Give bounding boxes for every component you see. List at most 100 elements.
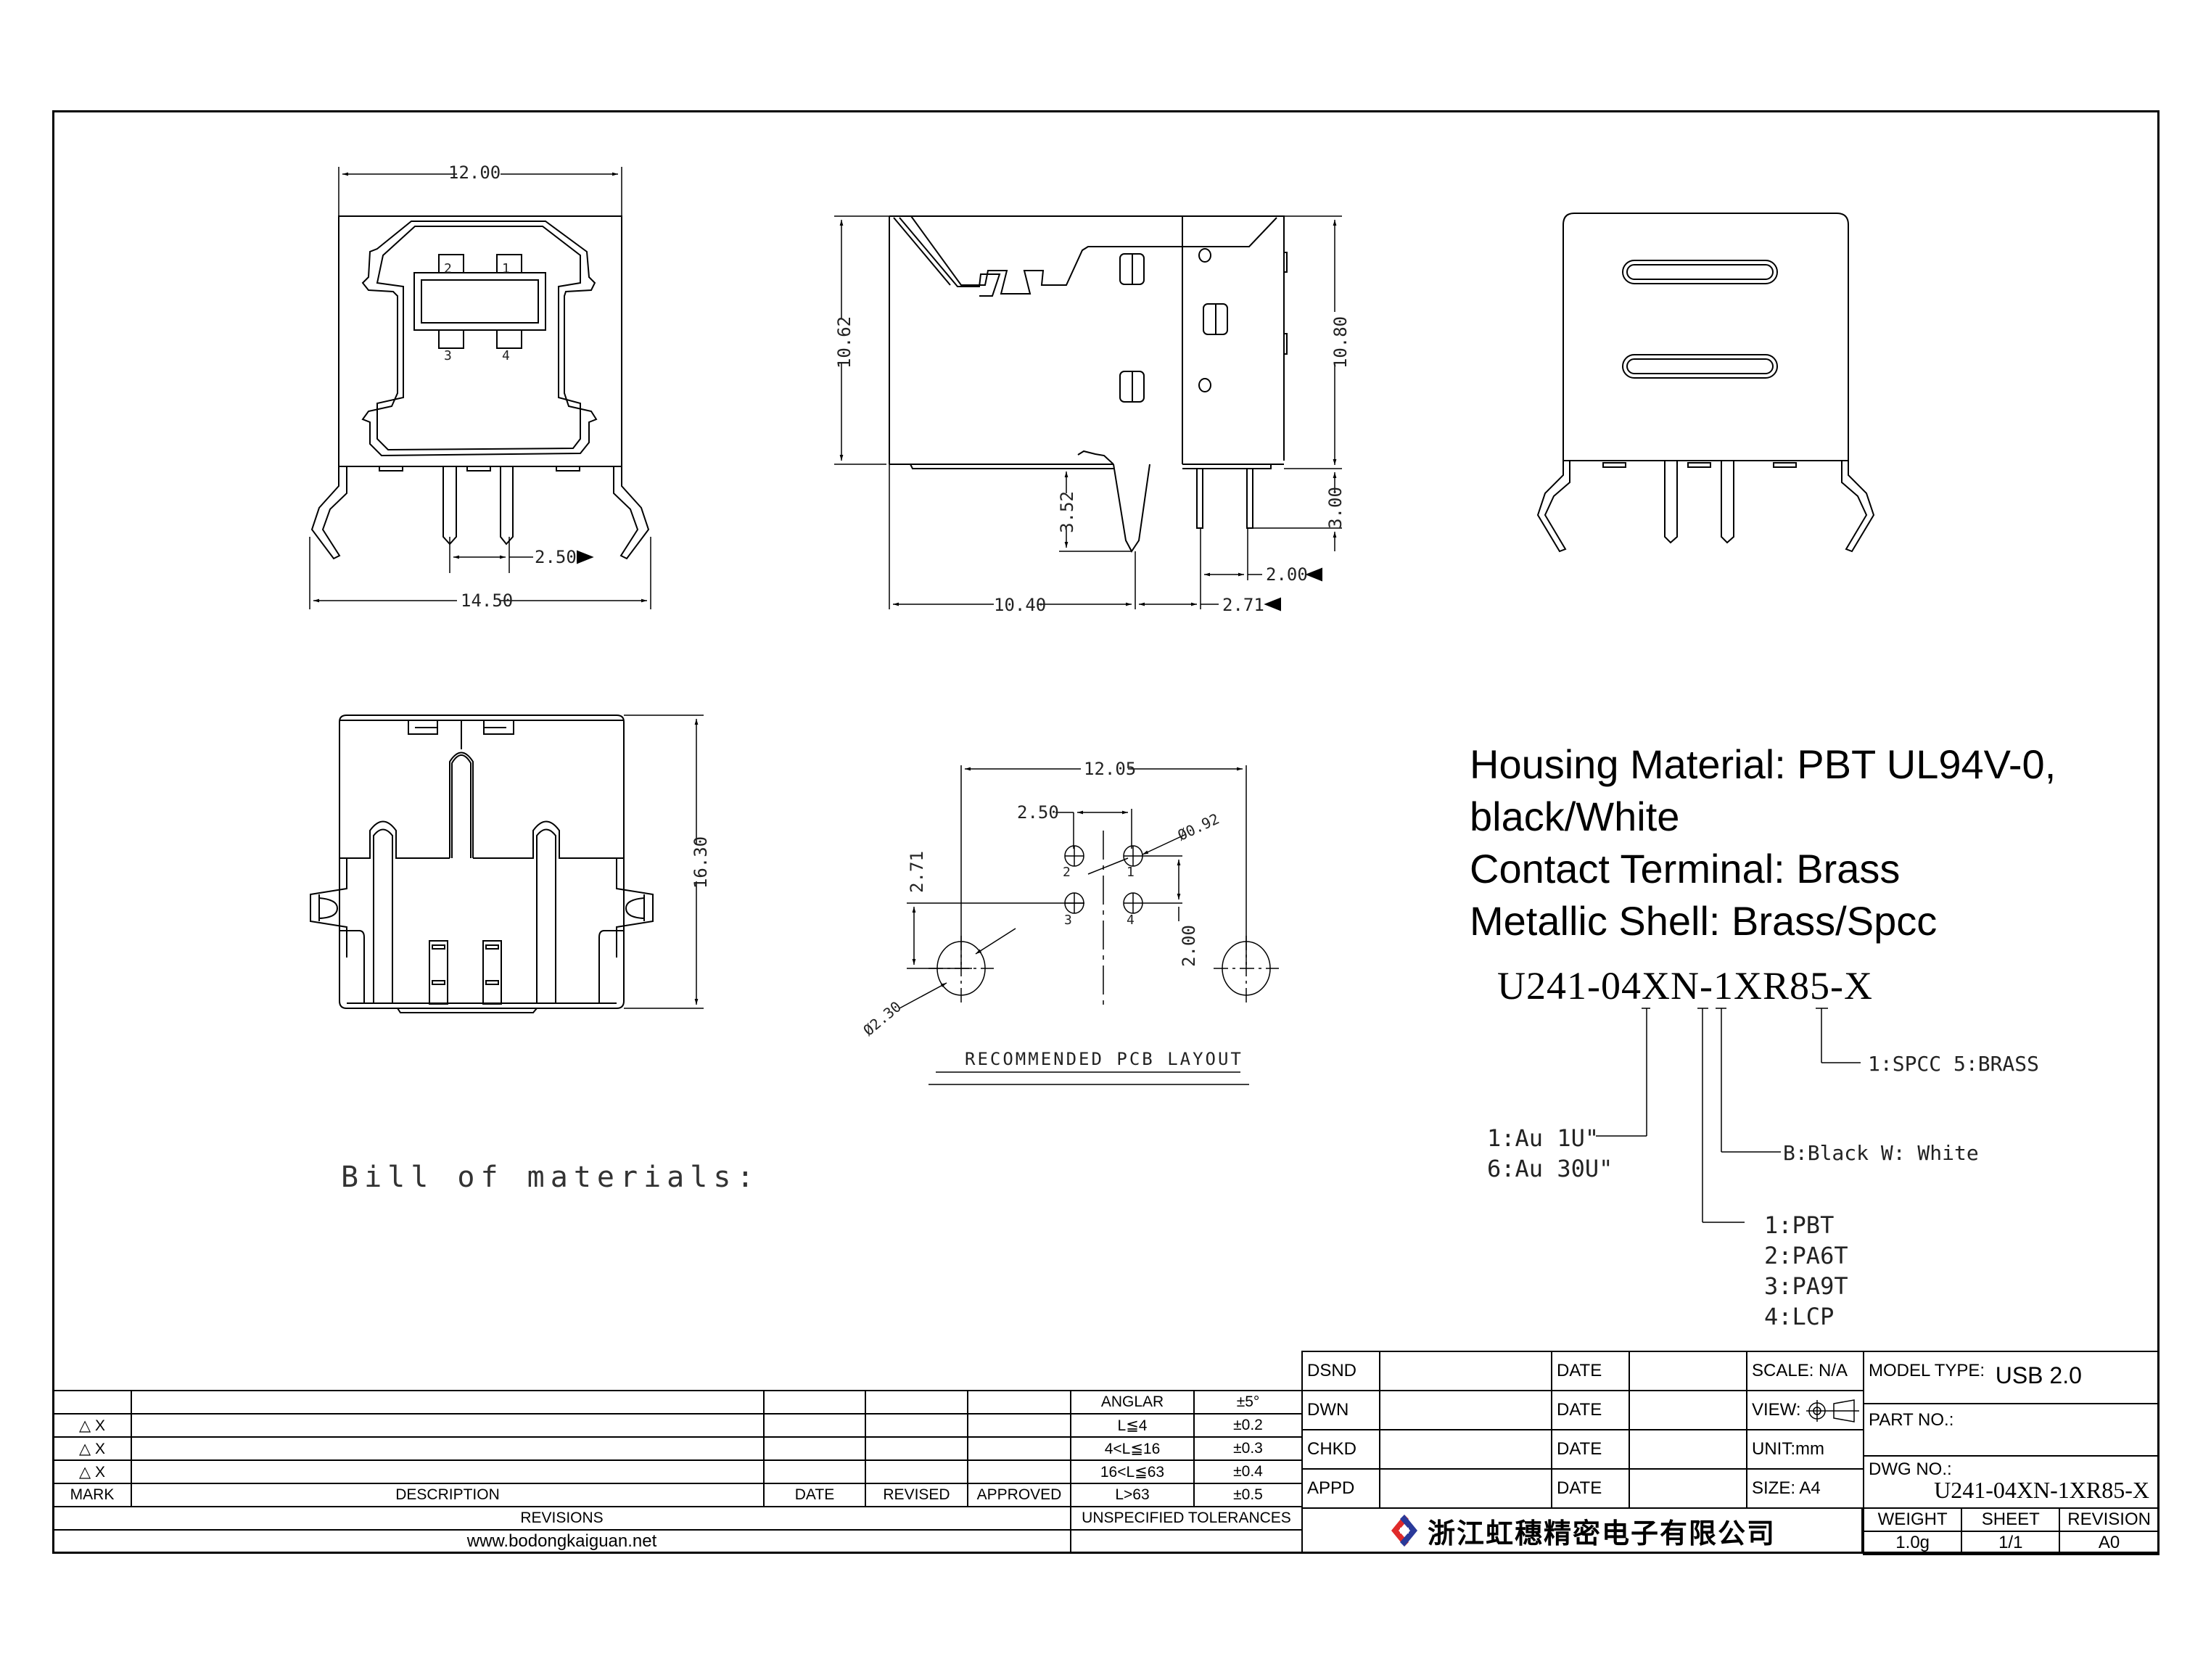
option-shell: 1:SPCC 5:BRASS [1868,1052,2040,1076]
dim-pin-spacing: 2.00 [1266,564,1308,585]
spec-shell: Metallic Shell: Brass/Spcc [1470,898,1938,944]
date-field [1629,1390,1747,1430]
name-field [1379,1351,1552,1391]
pcb-pin-label-4: 4 [1127,913,1135,928]
revised-cell [865,1459,968,1484]
company-name: 浙江虹穗精密电子有限公司 [1427,1517,1776,1549]
tolerance-label: ANGLAR [1070,1390,1195,1415]
role-label: APPD [1301,1468,1380,1509]
approved-cell [967,1436,1071,1461]
name-field [1379,1468,1552,1509]
dim-total-height: 10.80 [1330,316,1351,369]
side-view [834,215,1342,612]
dwg-no-row: DWG NO.: U241-04XN-1XR85-X [1863,1455,2159,1509]
name-field [1379,1429,1552,1470]
title-row-appd: APPD DATE SIZE: A4 [1301,1468,1864,1509]
part-no-label: PART NO.: [1869,1410,1954,1430]
role-label: DSND [1301,1351,1380,1391]
part-number-code: U241-04XN-1XR85-X [1497,964,1873,1008]
dim-overall-width: 14.50 [461,590,514,611]
dim-row-spacing: 2.00 [1178,925,1199,967]
model-type-row: MODEL TYPE: USB 2.0 [1863,1351,2159,1404]
dim-row-offset: 2.71 [906,851,927,893]
meta-header-row: WEIGHT SHEET REVISION [1862,1507,2159,1532]
revisions-label: REVISIONS [52,1506,1071,1531]
size-info: SIZE: A4 [1746,1468,1864,1509]
sheet-value: 1/1 [1961,1531,2061,1555]
meta-value-row: 1.0g 1/1 A0 [1862,1531,2159,1555]
bottom-view [310,715,704,1013]
tolerance-value: ±0.5 [1193,1483,1303,1507]
revised-cell [865,1436,968,1461]
unit-info: UNIT:mm [1746,1429,1864,1470]
desc-cell [131,1413,765,1438]
approved-cell [967,1413,1071,1438]
bom-label: Bill of materials: [341,1161,760,1194]
date-cell [763,1413,866,1438]
date-field [1629,1351,1747,1391]
dim-peg-offset: 10.40 [994,595,1047,615]
dim-peg-to-pin: 2.71 [1222,595,1264,615]
plating-option-1: 1:Au 1U" [1487,1124,1599,1152]
role-label: DWN [1301,1390,1380,1430]
dim-pcb-pitch: 2.50 [1017,802,1059,823]
model-block: MODEL TYPE: USB 2.0 PART NO.: DWG NO.: U… [1862,1351,2159,1555]
pcb-pin-label-1: 1 [1127,865,1135,880]
model-type-label: MODEL TYPE: [1869,1361,1985,1380]
pin-label-1: 1 [502,261,510,276]
website-row: www.bodongkaiguan.net [52,1529,1303,1554]
tolerance-value: ±0.3 [1193,1436,1303,1461]
date-cell [763,1459,866,1484]
empty-cell [1070,1529,1303,1554]
website-link[interactable]: www.bodongkaiguan.net [52,1529,1071,1554]
header-revised: REVISED [865,1483,968,1507]
dim-body-height: 10.62 [834,316,855,369]
tolerance-label: L>63 [1070,1483,1195,1507]
revised-cell [865,1413,968,1438]
part-number-callouts [1596,1008,1861,1223]
option-color: B:Black W: White [1783,1141,1979,1165]
revision-label: REVISION [2059,1507,2159,1532]
name-field [1379,1390,1552,1430]
date-label: DATE [1551,1429,1630,1470]
option-housing: 1:PBT 2:PA6T 3:PA9T 4:LCP [1764,1210,1848,1332]
dim-peg-length: 3.52 [1056,491,1077,533]
dim-pcb-span: 12.05 [1084,759,1137,779]
weight-value: 1.0g [1862,1531,1963,1555]
pcb-layout-title: RECOMMENDED PCB LAYOUT [965,1049,1243,1069]
revised-cell [865,1390,968,1415]
mark-cell [52,1390,132,1415]
housing-option-4: 4:LCP [1764,1303,1835,1330]
weight-label: WEIGHT [1862,1507,1963,1532]
pin-label-4: 4 [502,348,510,363]
pcb-pin-label-3: 3 [1064,913,1072,928]
dwg-no-label: DWG NO.: [1869,1459,1952,1479]
header-description: DESCRIPTION [131,1483,765,1507]
view-info: VIEW: [1746,1390,1864,1430]
desc-cell [131,1390,765,1415]
company-banner: 浙江虹穗精密电子有限公司 [1301,1507,1863,1554]
date-field [1629,1429,1747,1470]
approved-cell [967,1459,1071,1484]
pcb-layout [899,765,1279,1085]
header-date: DATE [763,1483,866,1507]
tolerance-label: L≦4 [1070,1413,1195,1438]
dim-pin-pitch: 2.50 [535,547,577,567]
table-row: ANGLAR±5° [52,1390,1303,1415]
header-approved: APPROVED [967,1483,1071,1507]
mark-cell: △ X [52,1436,132,1461]
dim-top-width: 12.00 [448,162,501,183]
unspecified-tolerances-label: UNSPECIFIED TOLERANCES [1070,1506,1303,1531]
material-specs: Housing Material: PBT UL94V-0, black/Whi… [1470,738,2056,947]
spec-housing: Housing Material: PBT UL94V-0, [1470,741,2056,787]
date-cell [763,1436,866,1461]
date-label: DATE [1551,1468,1630,1509]
sheet-label: SHEET [1961,1507,2061,1532]
